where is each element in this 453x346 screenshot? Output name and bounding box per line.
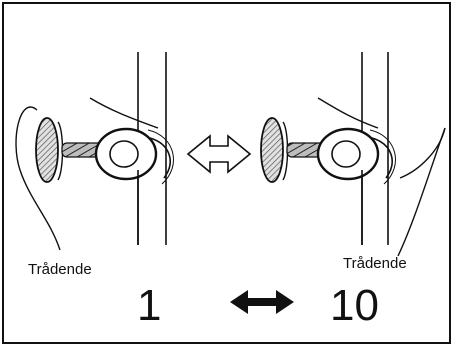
double-headed-outline-arrow-icon xyxy=(186,134,252,174)
left-button-illustration xyxy=(15,52,174,251)
value-min-label: 1 xyxy=(137,281,161,330)
diagram-frame xyxy=(2,2,451,344)
thread-end-label-right: Trådende xyxy=(343,255,407,272)
right-button-illustration xyxy=(260,52,446,257)
thread-end-label-left: Trådende xyxy=(28,261,92,278)
double-headed-solid-arrow-icon xyxy=(230,290,294,314)
value-max-label: 10 xyxy=(330,281,379,330)
